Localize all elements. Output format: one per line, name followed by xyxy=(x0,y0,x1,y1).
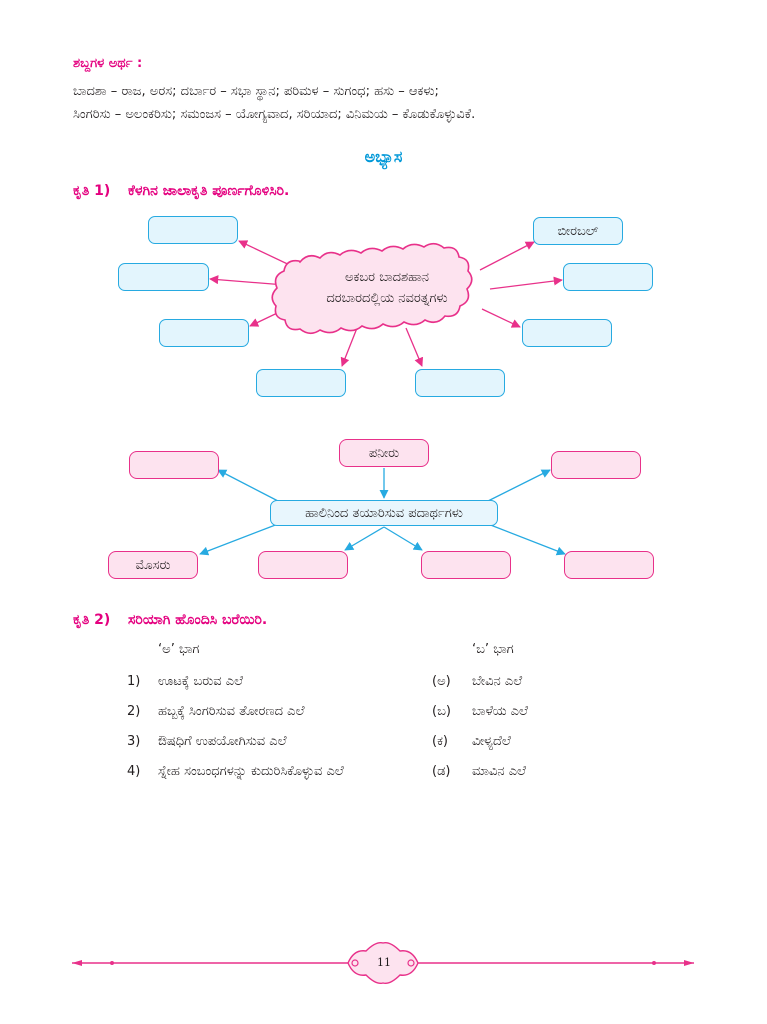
web1-center-line1: ಅಕಬರ ಬಾದಶಹಾನ xyxy=(344,270,430,285)
match-row-1-a: ಊಟಕ್ಕೆ ಬರುವ ಎಲೆ xyxy=(158,674,244,689)
match-row-3-a: ಔಷಧಿಗೆ ಉಪಯೋಗಿಸುವ ಎಲೆ xyxy=(158,734,287,749)
cloud-shape xyxy=(271,242,473,335)
column-b-heading: ‘ಬ’ ಭಾಗ xyxy=(472,642,514,657)
column-a-heading: ‘ಅ’ ಭಾಗ xyxy=(158,642,200,657)
web2-answer-box-5[interactable] xyxy=(564,551,654,579)
web1-filled-box: ಬೀರಬಲ್ xyxy=(533,217,623,245)
footer-ornament xyxy=(72,941,694,985)
web2-filled-text: ಮೊಸರು xyxy=(135,557,171,573)
match-row-3-num: 3) xyxy=(127,734,141,749)
arrow-w1-7 xyxy=(489,276,563,290)
web2-answer-box-3[interactable] xyxy=(258,551,348,579)
match-row-4-b: ಮಾವಿನ ಎಲೆ xyxy=(472,764,526,779)
match-row-2-key: (ಬ) xyxy=(432,704,451,719)
match-row-1-num: 1) xyxy=(127,674,141,689)
match-row-4-key: (ಡ) xyxy=(432,764,451,779)
page-number: 11 xyxy=(377,956,391,969)
web1-answer-box-6[interactable] xyxy=(522,319,612,347)
web2-filled-box: ಮೊಸರು xyxy=(108,551,198,579)
web2-answer-box-1[interactable] xyxy=(129,451,219,479)
task2-label: ಕೃತಿ 2) xyxy=(73,612,111,628)
match-row-4-a: ಸ್ನೇಹ ಸಂಬಂಧಗಳನ್ನು ಕುದುರಿಸಿಕೊಳ್ಳುವ ಎಲೆ xyxy=(158,764,344,779)
arrow-w2-5 xyxy=(383,526,423,551)
arrow-w2-3 xyxy=(199,523,279,556)
arrow-w1-5 xyxy=(405,327,424,367)
arrow-w1-2 xyxy=(209,275,286,286)
glossary-line-1: ಬಾದಶಾ – ರಾಜ, ಅರಸ; ದರ್ಬಾರ – ಸಭಾ ಸ್ಥಾನ; ಪರ… xyxy=(73,84,439,99)
web2-center-box: ಹಾಲಿನಿಂದ ತಯಾರಿಸುವ ಪದಾರ್ಥಗಳು xyxy=(270,500,498,526)
web2-top-box: ಪನೀರು xyxy=(339,439,429,467)
web1-answer-box-7[interactable] xyxy=(563,263,653,291)
web1-answer-box-4[interactable] xyxy=(256,369,346,397)
match-row-1-key: (ಅ) xyxy=(432,674,451,689)
web2-top-text: ಪನೀರು xyxy=(368,445,400,461)
web2-center-text: ಹಾಲಿನಿಂದ ತಯಾರಿಸುವ ಪದಾರ್ಥಗಳು xyxy=(305,505,463,521)
web1-filled-text: ಬೀರಬಲ್ xyxy=(557,223,599,239)
web1-answer-box-5[interactable] xyxy=(415,369,505,397)
arrow-w2-6 xyxy=(487,523,566,556)
arrow-w1-4 xyxy=(340,327,358,367)
glossary-title: ಶಬ್ದಗಳ ಅರ್ಥ : xyxy=(73,56,143,71)
arrow-w1-8 xyxy=(479,241,535,271)
match-row-3-key: (ಕ) xyxy=(432,734,448,749)
match-row-1-b: ಬೇವಿನ ಎಲೆ xyxy=(472,674,523,689)
task2-instruction: ಸರಿಯಾಗಿ ಹೊಂದಿಸಿ ಬರೆಯಿರಿ. xyxy=(128,612,268,628)
match-row-4-num: 4) xyxy=(127,764,141,779)
web1-answer-box-1[interactable] xyxy=(148,216,238,244)
arrow-w2-1 xyxy=(217,469,279,502)
web1-answer-box-2[interactable] xyxy=(118,263,209,291)
web2-answer-box-2[interactable] xyxy=(551,451,641,479)
arrow-w1-6 xyxy=(481,308,521,328)
task1-label: ಕೃತಿ 1) xyxy=(73,183,111,199)
match-row-2-a: ಹಬ್ಬಕ್ಕೆ ಸಿಂಗರಿಸುವ ತೋರಣದ ಎಲೆ xyxy=(158,704,305,719)
glossary-line-2: ಸಿಂಗರಿಸು – ಅಲಂಕರಿಸು; ಸಮಂಜಸ – ಯೋಗ್ಯವಾದ, ಸ… xyxy=(73,107,476,122)
task1-instruction: ಕೆಳಗಿನ ಜಾಲಾಕೃತಿ ಪೂರ್ಣಗೊಳಿಸಿರಿ. xyxy=(128,183,290,199)
web2-answer-box-4[interactable] xyxy=(421,551,511,579)
web1-answer-box-3[interactable] xyxy=(159,319,249,347)
match-row-2-b: ಬಾಳೆಯ ಎಲೆ xyxy=(472,704,528,719)
arrow-w2-4 xyxy=(344,526,385,551)
match-row-3-b: ವೀಳ್ಯದೆಲೆ xyxy=(472,734,511,749)
arrow-w2-2 xyxy=(487,469,551,502)
match-row-2-num: 2) xyxy=(127,704,141,719)
section-title: ಅಭ್ಯಾಸ xyxy=(364,147,403,166)
web1-center-line2: ದರಬಾರದಲ್ಲಿಯ ನವರತ್ನಗಳು xyxy=(326,291,448,306)
